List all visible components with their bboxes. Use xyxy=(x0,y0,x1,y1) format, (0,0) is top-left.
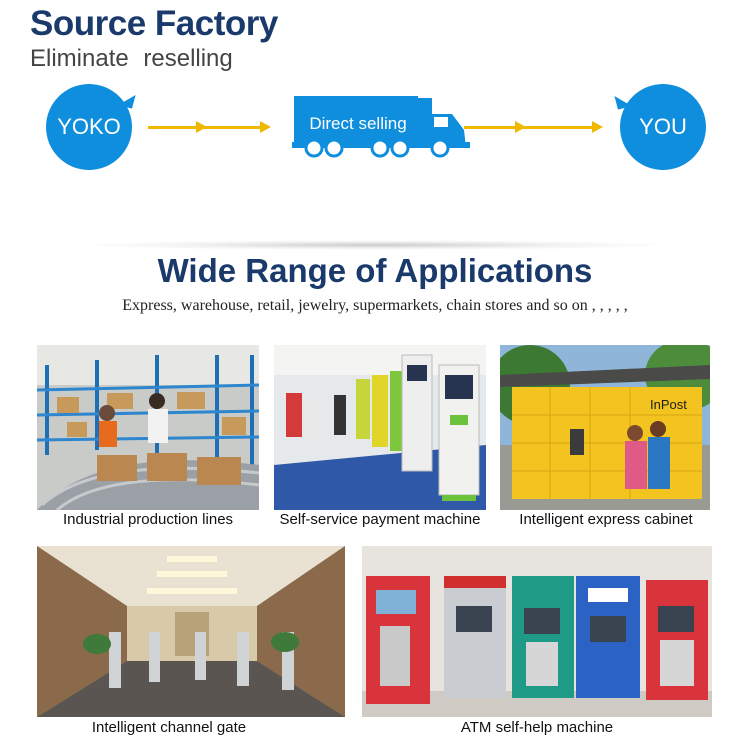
direct-selling-label: Direct selling xyxy=(309,114,407,133)
arrow-right-icon xyxy=(196,121,207,133)
caption-production-line: Industrial production lines xyxy=(62,511,234,528)
locker-brand-logo: InPost xyxy=(650,397,687,412)
arrow-right-icon xyxy=(260,121,271,133)
caption-express-cabinet: Intelligent express cabinet xyxy=(519,511,693,528)
arrow-right-icon xyxy=(592,121,603,133)
photo-express-cabinet: InPost xyxy=(500,345,710,510)
photo-production-line xyxy=(37,345,259,510)
caption-channel-gate: Intelligent channel gate xyxy=(91,719,247,736)
arrow-right-icon xyxy=(515,121,526,133)
flow-line-left xyxy=(148,126,266,129)
yoko-label: YOKO xyxy=(57,114,121,139)
page-title: Source Factory xyxy=(30,4,278,43)
yoko-bubble: YOKO xyxy=(46,84,132,170)
photo-payment-machine xyxy=(274,345,486,510)
you-bubble: YOU xyxy=(620,84,706,170)
page-subtitle: Eliminate reselling xyxy=(30,45,233,72)
caption-payment-machine: Self-service payment machine xyxy=(279,511,481,528)
section-description: Express, warehouse, retail, jewelry, sup… xyxy=(122,297,628,314)
caption-atm-machine: ATM self-help machine xyxy=(460,719,614,736)
section-title: Wide Range of Applications xyxy=(157,252,593,289)
you-label: YOU xyxy=(639,114,687,139)
flow-line-right xyxy=(464,126,596,129)
truck-icon xyxy=(292,96,470,158)
section-divider xyxy=(80,240,670,250)
photo-atm-machine xyxy=(362,546,712,717)
photo-channel-gate xyxy=(37,546,345,717)
